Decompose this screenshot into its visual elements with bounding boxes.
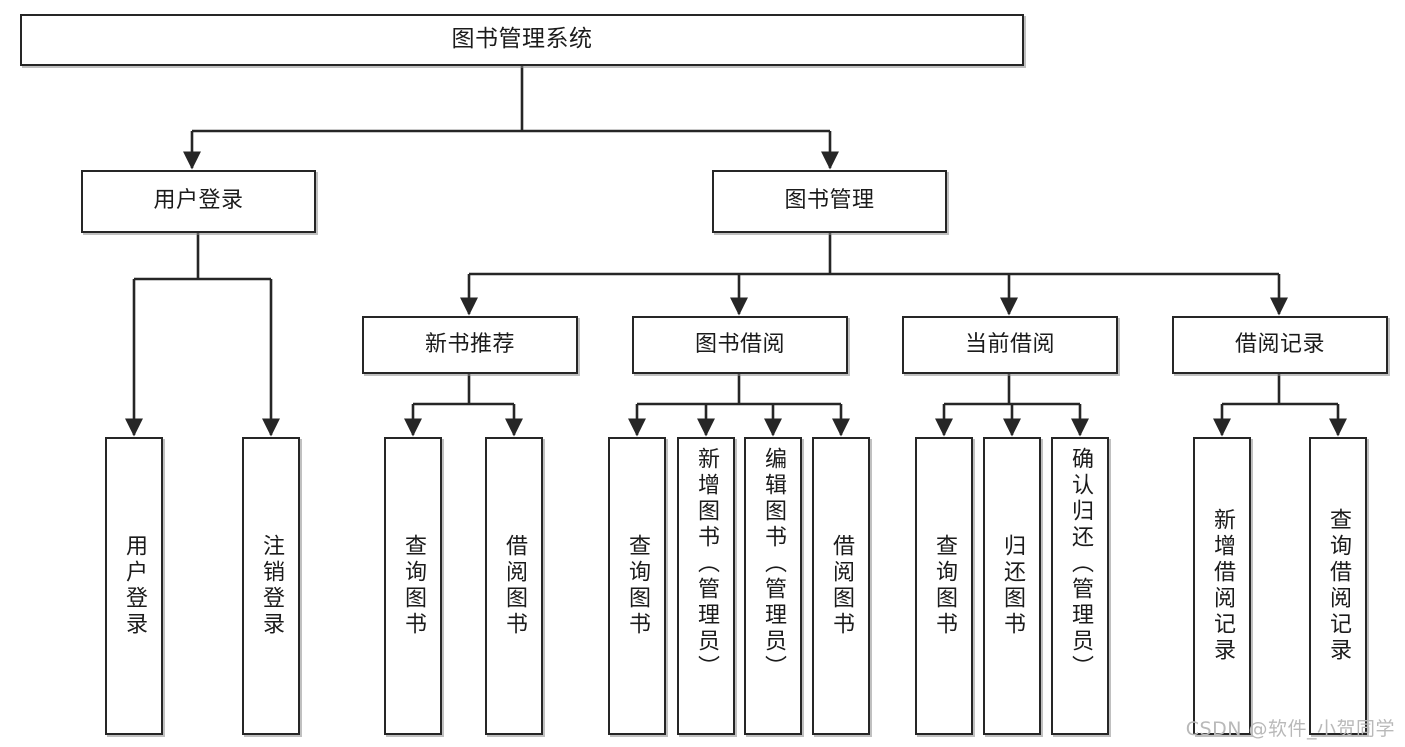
node-user-login-label: 用户登录 xyxy=(153,188,244,214)
node-leaf-add-book-label: 新增图书（管理员） xyxy=(694,447,719,681)
node-leaf-query-book-2[interactable]: 查询图书 xyxy=(608,437,666,735)
node-user-login[interactable]: 用户登录 xyxy=(81,170,316,233)
node-leaf-query-book-3-label: 查询图书 xyxy=(932,534,957,638)
node-leaf-add-book[interactable]: 新增图书（管理员） xyxy=(677,437,735,735)
node-leaf-query-record-label: 查询借阅记录 xyxy=(1326,508,1351,664)
node-borrow-record-label: 借阅记录 xyxy=(1234,331,1325,357)
node-borrow-record[interactable]: 借阅记录 xyxy=(1172,316,1388,374)
node-leaf-user-login-label: 用户登录 xyxy=(122,534,147,638)
node-leaf-return-book-label: 归还图书 xyxy=(1000,534,1025,638)
node-root-label: 图书管理系统 xyxy=(451,26,593,53)
node-leaf-logout-label: 注销登录 xyxy=(259,534,284,638)
node-leaf-query-book-2-label: 查询图书 xyxy=(625,534,650,638)
node-new-book-recommend-label: 新书推荐 xyxy=(424,331,515,357)
node-book-borrow[interactable]: 图书借阅 xyxy=(632,316,848,374)
node-leaf-edit-book-label: 编辑图书（管理员） xyxy=(761,447,786,681)
node-new-book-recommend[interactable]: 新书推荐 xyxy=(362,316,578,374)
node-leaf-user-login[interactable]: 用户登录 xyxy=(105,437,163,735)
node-leaf-query-book-3[interactable]: 查询图书 xyxy=(915,437,973,735)
node-leaf-logout[interactable]: 注销登录 xyxy=(242,437,300,735)
node-leaf-confirm-return-label: 确认归还（管理员） xyxy=(1068,447,1093,681)
node-leaf-borrow-book-1[interactable]: 借阅图书 xyxy=(485,437,543,735)
node-root[interactable]: 图书管理系统 xyxy=(20,14,1024,66)
node-book-manage-label: 图书管理 xyxy=(784,188,875,214)
node-current-borrow-label: 当前借阅 xyxy=(964,331,1055,357)
node-leaf-query-book-1[interactable]: 查询图书 xyxy=(384,437,442,735)
watermark: CSDN @软件_小贺同学 xyxy=(1185,718,1395,740)
node-leaf-edit-book[interactable]: 编辑图书（管理员） xyxy=(744,437,802,735)
node-leaf-add-record-label: 新增借阅记录 xyxy=(1210,508,1235,664)
node-leaf-return-book[interactable]: 归还图书 xyxy=(983,437,1041,735)
node-leaf-borrow-book-2-label: 借阅图书 xyxy=(829,534,854,638)
node-book-borrow-label: 图书借阅 xyxy=(694,331,785,357)
node-leaf-query-book-1-label: 查询图书 xyxy=(401,534,426,638)
node-leaf-borrow-book-1-label: 借阅图书 xyxy=(502,534,527,638)
node-leaf-borrow-book-2[interactable]: 借阅图书 xyxy=(812,437,870,735)
node-leaf-add-record[interactable]: 新增借阅记录 xyxy=(1193,437,1251,735)
node-leaf-query-record[interactable]: 查询借阅记录 xyxy=(1309,437,1367,735)
node-book-manage[interactable]: 图书管理 xyxy=(712,170,947,233)
node-leaf-confirm-return[interactable]: 确认归还（管理员） xyxy=(1051,437,1109,735)
node-current-borrow[interactable]: 当前借阅 xyxy=(902,316,1118,374)
